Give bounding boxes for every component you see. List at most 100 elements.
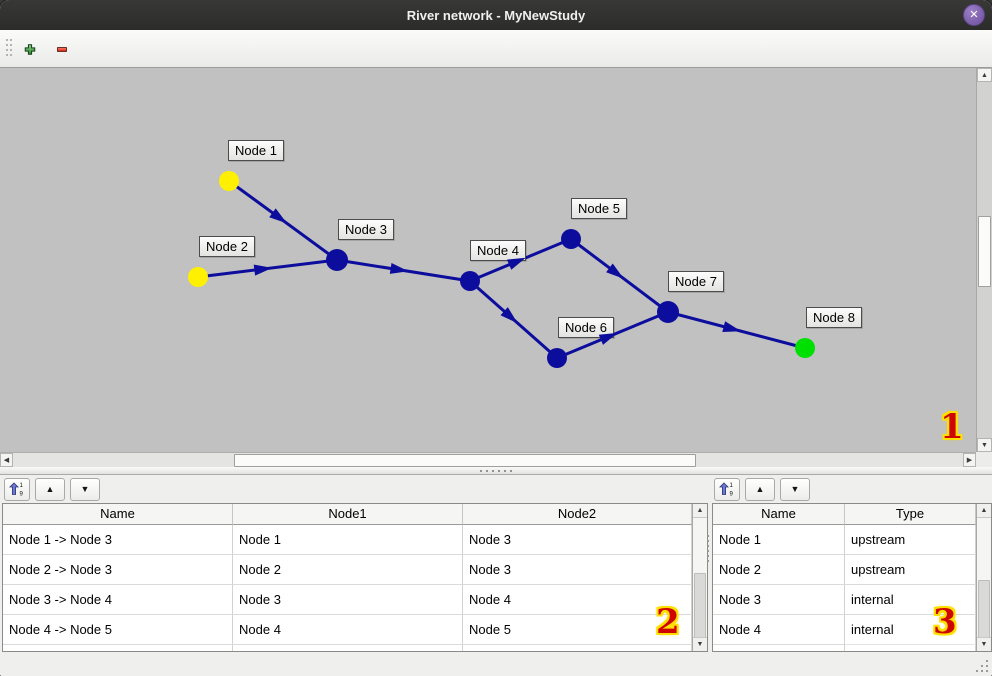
table-cell[interactable]: Node 4: [713, 615, 845, 645]
table-cell[interactable]: Node 1: [713, 525, 845, 555]
column-header[interactable]: Name: [713, 504, 845, 525]
horizontal-splitter[interactable]: [0, 467, 992, 475]
svg-text:9: 9: [730, 492, 734, 498]
node-node-3[interactable]: [326, 249, 348, 271]
scroll-up-button[interactable]: ▲: [977, 504, 991, 518]
table-cell[interactable]: internal: [845, 585, 976, 615]
canvas-horizontal-scrollbar[interactable]: ◀ ▶: [0, 452, 976, 467]
column-header[interactable]: Node2: [463, 504, 692, 525]
node-node-6[interactable]: [547, 348, 567, 368]
scroll-down-button[interactable]: ▼: [977, 438, 992, 452]
node-node-1[interactable]: [219, 171, 239, 191]
table-cell[interactable]: Node 3: [233, 585, 463, 615]
table-cell[interactable]: Node 3: [713, 585, 845, 615]
down-arrow-icon: ▼: [80, 484, 90, 494]
move-link-down-button[interactable]: ▼: [70, 477, 100, 501]
column-header[interactable]: Name: [3, 504, 233, 525]
vertical-scroll-thumb[interactable]: [978, 216, 991, 287]
scroll-thumb[interactable]: [978, 580, 990, 642]
annotation-3: 3: [933, 602, 957, 642]
table-cell[interactable]: [233, 645, 463, 651]
down-arrow-icon: ▼: [981, 441, 988, 449]
scroll-down-button[interactable]: ▼: [693, 637, 707, 651]
table-cell[interactable]: upstream: [845, 555, 976, 585]
vertical-splitter-grip[interactable]: [707, 535, 709, 562]
sort-links-button[interactable]: 1 9: [4, 477, 30, 501]
window-resize-grip[interactable]: [975, 660, 988, 673]
scroll-right-button[interactable]: ▶: [963, 453, 976, 467]
table-cell[interactable]: Node 1 -> Node 3: [3, 525, 233, 555]
table-cell[interactable]: Node 3: [463, 555, 692, 585]
up-arrow-icon: ▲: [45, 484, 55, 494]
canvas-vertical-scrollbar[interactable]: ▲ ▼: [976, 68, 992, 452]
move-node-up-button[interactable]: ▲: [745, 477, 775, 501]
scroll-left-button[interactable]: ◀: [0, 453, 13, 467]
edge: [469, 237, 572, 283]
scroll-thumb[interactable]: [694, 573, 706, 639]
node-node-8[interactable]: [795, 338, 815, 358]
column-header[interactable]: Type: [845, 504, 976, 525]
down-arrow-icon: ▼: [790, 484, 800, 494]
node-node-7[interactable]: [657, 301, 679, 323]
node-node-5[interactable]: [561, 229, 581, 249]
table-cell[interactable]: Node 2 -> Node 3: [3, 555, 233, 585]
up-arrow-icon: ▲: [696, 507, 704, 514]
toolbar-drag-handle[interactable]: [6, 39, 14, 59]
edge: [228, 179, 338, 262]
close-button[interactable]: ✕: [963, 4, 985, 26]
table-cell[interactable]: Node 3 -> Node 4: [3, 585, 233, 615]
move-node-down-button[interactable]: ▼: [780, 477, 810, 501]
table-cell[interactable]: Node 4: [463, 585, 692, 615]
add-node-button[interactable]: [18, 37, 42, 61]
edge: [556, 310, 669, 360]
table-cell[interactable]: Node 4: [233, 615, 463, 645]
node-node-2[interactable]: [188, 267, 208, 287]
sort-ascending-icon: 1 9: [9, 482, 24, 497]
status-bar: [0, 655, 992, 676]
close-icon: ✕: [969, 9, 979, 21]
table-cell[interactable]: Node 4 -> Node 5: [3, 615, 233, 645]
scroll-up-button[interactable]: ▲: [693, 504, 707, 518]
right-arrow-icon: ▶: [966, 457, 973, 464]
table-cell[interactable]: [713, 645, 845, 651]
edge: [469, 279, 558, 360]
edge: [197, 258, 338, 279]
horizontal-scroll-thumb[interactable]: [234, 454, 696, 467]
remove-node-button[interactable]: [50, 37, 74, 61]
table-cell[interactable]: Node 2: [713, 555, 845, 585]
scroll-up-button[interactable]: ▲: [977, 68, 992, 82]
nodes-toolbar: 1 9 ▲ ▼: [710, 475, 992, 503]
sort-nodes-button[interactable]: 1 9: [714, 477, 740, 501]
table-cell[interactable]: [3, 645, 233, 651]
column-header[interactable]: Node1: [233, 504, 463, 525]
main-toolbar: [0, 30, 992, 68]
table-cell[interactable]: Node 2: [233, 555, 463, 585]
move-link-up-button[interactable]: ▲: [35, 477, 65, 501]
nodes-table-scrollbar[interactable]: ▲ ▼: [976, 504, 991, 651]
down-arrow-icon: ▼: [980, 641, 988, 648]
table-cell[interactable]: Node 5: [463, 615, 692, 645]
scroll-down-button[interactable]: ▼: [977, 637, 991, 651]
node-node-4[interactable]: [460, 271, 480, 291]
annotation-2: 2: [656, 602, 680, 642]
minus-icon: [57, 46, 67, 52]
titlebar[interactable]: River network - MyNewStudy ✕: [0, 0, 992, 30]
plus-icon: [24, 43, 36, 55]
up-arrow-icon: ▲: [755, 484, 765, 494]
table-cell[interactable]: Node 1: [233, 525, 463, 555]
table-cell[interactable]: [463, 645, 692, 651]
table-cell[interactable]: Node 3: [463, 525, 692, 555]
table-cell[interactable]: upstream: [845, 525, 976, 555]
table-cell[interactable]: [845, 645, 976, 651]
table-cell[interactable]: internal: [845, 615, 976, 645]
links-table-scrollbar[interactable]: ▲ ▼: [692, 504, 707, 651]
